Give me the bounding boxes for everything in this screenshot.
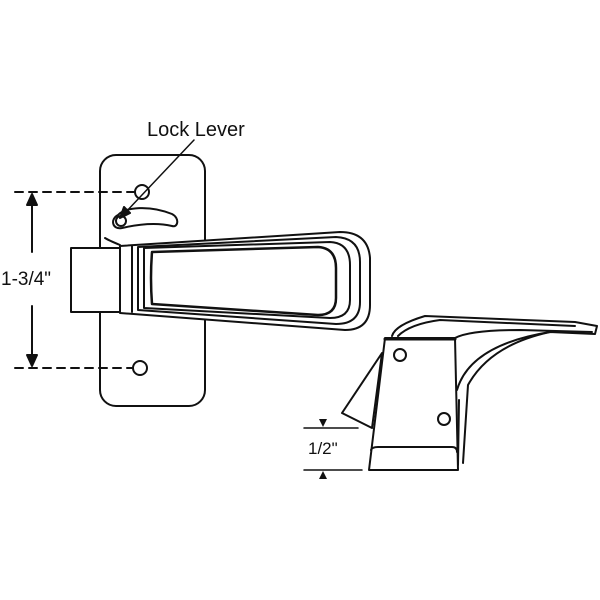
wedge <box>341 352 383 429</box>
handle-inner <box>149 245 338 317</box>
body <box>368 337 459 471</box>
lever-edge-2 <box>454 329 593 339</box>
front-view <box>14 139 371 407</box>
lever-edge-1 <box>397 319 576 337</box>
arrowhead-down <box>26 354 38 367</box>
dim-arrowhead-bottom <box>319 471 327 479</box>
hole-spacing-dimension: 1-3/4" <box>1 269 52 290</box>
leader-arrowhead <box>119 206 131 219</box>
handle-shadow-top <box>104 237 121 246</box>
side-hole-top <box>393 348 407 362</box>
leader-line <box>123 139 195 215</box>
arrowhead-up <box>26 193 38 206</box>
lock-lever-slot <box>112 207 179 230</box>
dim-arrowhead-top <box>319 419 327 427</box>
handle-rim-2 <box>137 236 361 325</box>
height-dimension: 1/2" <box>308 439 338 458</box>
side-hole-bottom <box>437 412 451 426</box>
lock-lever-label: Lock Lever <box>147 119 245 141</box>
base-cap <box>370 446 458 453</box>
side-view <box>303 315 598 479</box>
handle-rim-3 <box>143 241 351 319</box>
latch-block <box>70 247 122 313</box>
lever-edge-3 <box>456 331 551 391</box>
